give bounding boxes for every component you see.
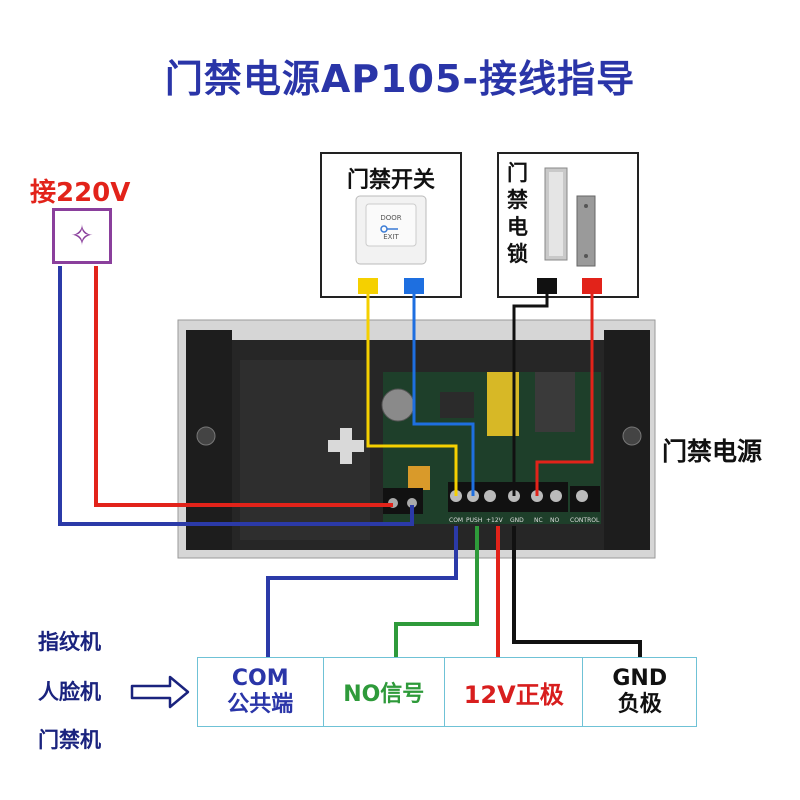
power-plug: ✧ [52,208,112,264]
terminal-12v: 12V正极 [445,658,584,726]
board-label-gnd: GND [510,517,524,524]
lock-black-terminal [537,278,557,294]
terminal-12v-label: 12V正极 [463,680,564,709]
wire-com-blue [266,526,458,657]
exit-switch-title: 门禁开关 [346,168,435,193]
terminal-gnd-line2: 负极 [617,692,662,717]
exit-button-illustration: DOOR EXIT [355,195,427,265]
terminal-table: COM 公共端 NO信号 12V正极 GND 负极 [197,657,697,727]
device-access-controller: 门禁机 [38,728,101,752]
switch-yellow-terminal [358,278,378,294]
terminal-no-label: NO信号 [343,682,425,707]
exit-button-bottom-text: EXIT [383,233,399,241]
plug-icon: ✧ [70,219,94,252]
board-label-com: COM [449,517,463,524]
page-title: 门禁电源AP105-接线指导 [164,57,636,101]
wire-no-green [394,526,479,657]
wire-switch-blue [412,294,475,496]
door-lock-title: 门禁电锁 [507,161,528,266]
arrow-icon [130,675,190,709]
board-label-push: PUSH [466,517,482,524]
board-label-nc: NC [534,517,543,524]
device-fingerprint: 指纹机 [38,630,101,654]
power-input-label: 接220V [30,178,131,208]
switch-blue-terminal [404,278,424,294]
board-terminal-labels: COM PUSH +12V GND NC NO CONTROL [449,517,600,524]
wire-switch-yellow [366,294,458,496]
terminal-com-line2: 公共端 [227,692,294,717]
terminal-com-line1: COM [231,666,289,691]
wire-gnd-black [512,526,642,657]
wire-lock-black [512,294,549,496]
power-supply-label: 门禁电源 [662,437,763,466]
terminal-no: NO信号 [324,658,446,726]
wire-lock-red [535,294,594,496]
wire-220v-blue [58,266,414,526]
board-label-control: CONTROL [570,517,600,524]
exit-switch-box: 门禁开关 DOOR EXIT [320,152,462,298]
door-lock-box: 门禁电锁 [497,152,639,298]
terminal-gnd-line1: GND [612,666,668,691]
lock-red-terminal [582,278,602,294]
board-label-no: NO [550,517,559,524]
magnetic-lock-illustration [544,167,596,267]
device-face: 人脸机 [38,680,101,704]
board-label-12v: +12V [486,517,504,524]
exit-button-top-text: DOOR [380,214,401,222]
terminal-com: COM 公共端 [198,658,324,726]
terminal-gnd: GND 负极 [583,658,696,726]
wire-220v-red [94,266,393,507]
